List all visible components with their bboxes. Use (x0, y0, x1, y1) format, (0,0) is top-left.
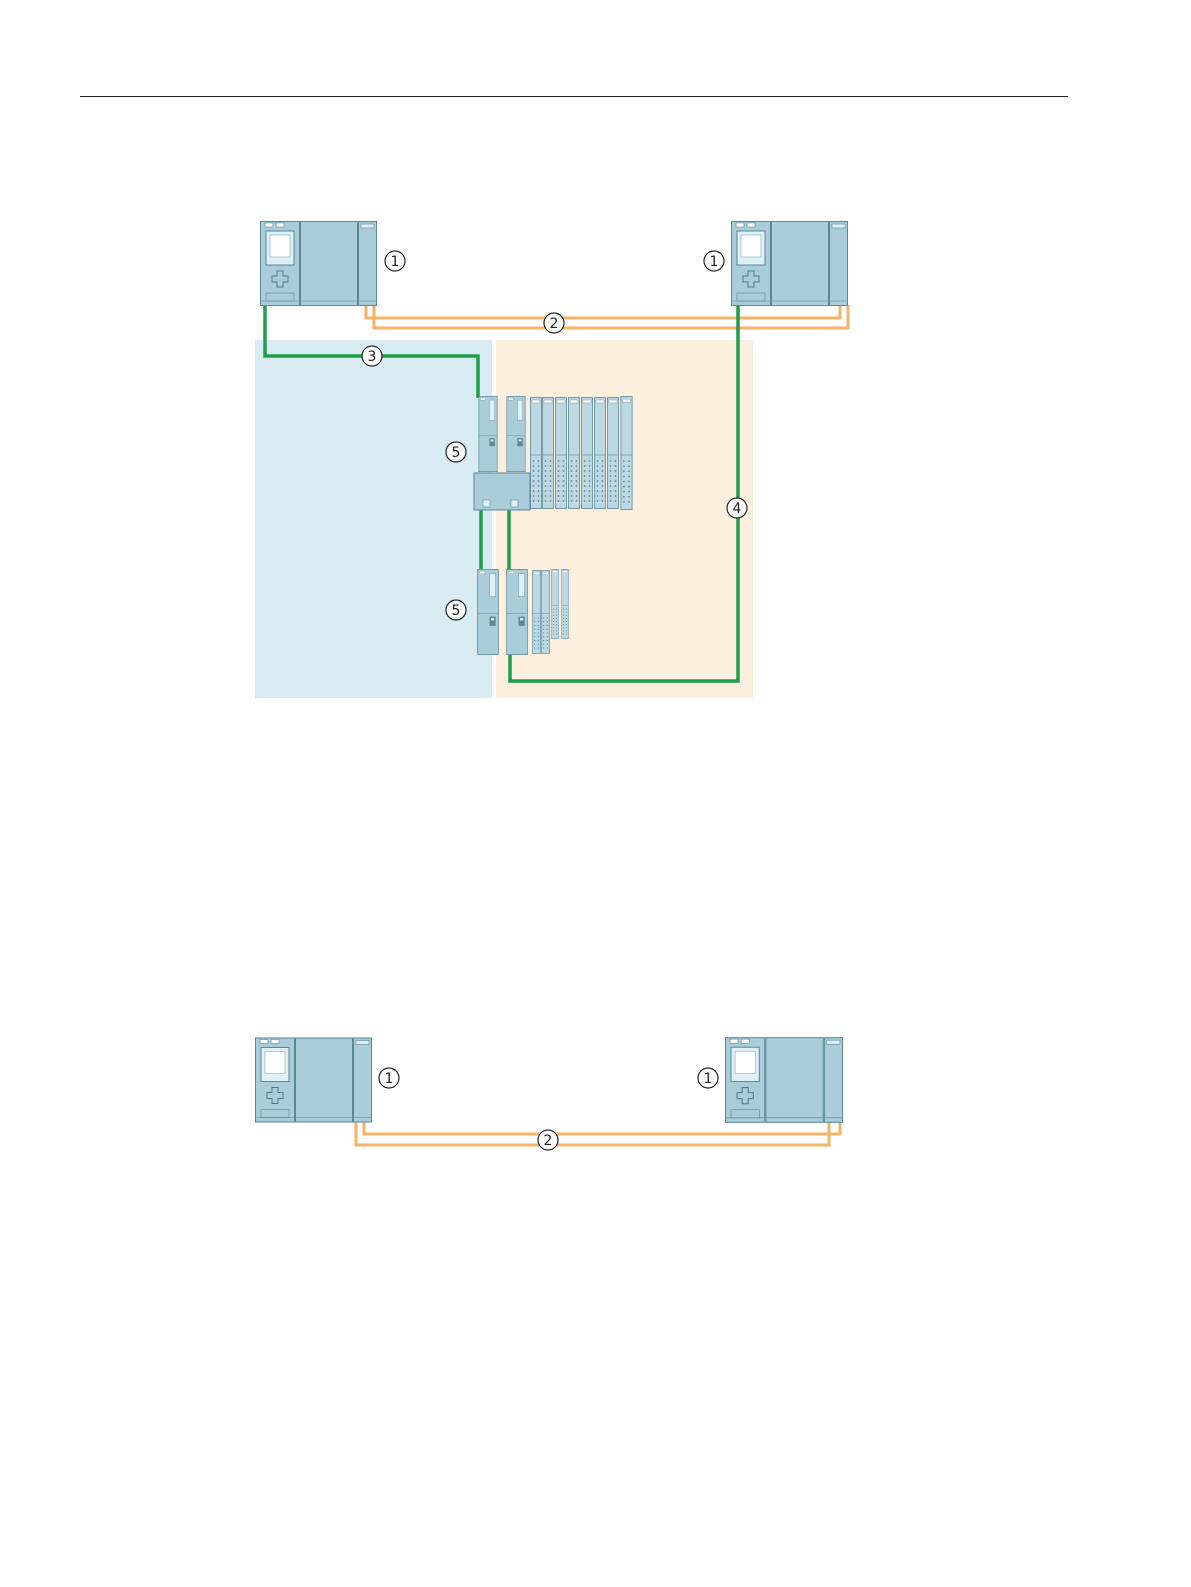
redundant-system-diagram: 1 1 2 3 4 5 5 (0, 0, 1191, 760)
cpu-pair-sync-diagram: 1 1 2 (0, 1000, 1191, 1200)
cpu-right (726, 1038, 843, 1123)
svg-text:1: 1 (385, 1071, 394, 1087)
callout-sync-link: 2 (544, 313, 564, 333)
callout-cpu-right: 1 (704, 251, 724, 271)
svg-text:5: 5 (452, 445, 461, 461)
callout-cpu-right: 1 (698, 1068, 718, 1088)
svg-text:1: 1 (710, 254, 719, 270)
svg-text:1: 1 (704, 1071, 713, 1087)
svg-text:1: 1 (391, 254, 400, 270)
callout-cpu-left: 1 (379, 1068, 399, 1088)
callout-io-station-upper: 5 (446, 442, 466, 462)
callout-io-station-lower: 5 (446, 600, 466, 620)
svg-text:3: 3 (368, 349, 377, 365)
sync-link-cable (366, 305, 848, 328)
sync-link-cable (356, 1122, 840, 1145)
svg-text:5: 5 (452, 603, 461, 619)
callout-bus-right: 4 (727, 498, 747, 518)
cpu-left (261, 222, 377, 306)
cpu-right (732, 222, 848, 306)
callout-sync-link: 2 (538, 1130, 558, 1150)
callout-bus-left: 3 (362, 346, 382, 366)
callout-cpu-left: 1 (385, 251, 405, 271)
zone-left-background (255, 340, 492, 698)
cpu-left (256, 1038, 372, 1122)
svg-text:2: 2 (544, 1133, 553, 1149)
svg-text:4: 4 (733, 501, 742, 517)
svg-text:2: 2 (550, 316, 559, 332)
